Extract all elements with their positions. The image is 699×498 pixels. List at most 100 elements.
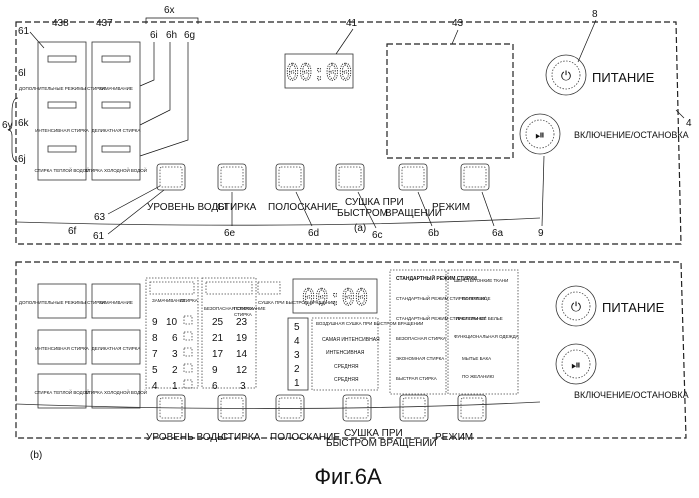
spin-level: 5	[294, 322, 300, 333]
extra-button-b[interactable]	[458, 395, 486, 421]
ref-6x: 6x	[164, 5, 175, 16]
mode-item[interactable]: ШЕРСТЬ/ТОНКИЕ ТКАНИ	[454, 278, 508, 283]
mode-button-b[interactable]	[400, 395, 428, 421]
option-label-intensive[interactable]: ИНТЕНСИВНАЯ СТИРКА	[35, 128, 88, 133]
label-water-level: УРОВЕНЬ ВОДЫ	[147, 202, 227, 213]
label-spin-2: БЫСТРОМ	[337, 208, 388, 219]
spin-label: ВОЗДУШНАЯ СУШКА ПРИ БЫСТРОМ ВРАЩЕНИИ	[316, 321, 423, 326]
spin-label: СРЕДНЯЯ	[334, 364, 359, 370]
mode-item[interactable]: БЫСТРАЯ СТИРКА	[396, 376, 437, 381]
water-level-button[interactable]	[157, 164, 185, 190]
level-value: 5	[152, 365, 158, 376]
time-value: 3	[240, 381, 246, 392]
spin-button[interactable]	[336, 164, 364, 190]
level-value: 8	[152, 333, 158, 344]
option-cold-b: СТИРКА ХОЛОДНОЙ ВОДОЙ	[85, 388, 147, 395]
sub-a: (a)	[354, 223, 366, 234]
start-stop-label-b: ВКЛЮЧЕНИЕ/ОСТАНОВКА	[574, 390, 689, 400]
option-indicator	[48, 146, 76, 152]
power-label-b: ПИТАНИЕ	[602, 300, 665, 315]
lead-61	[30, 32, 44, 48]
time-value: 25	[212, 317, 224, 328]
mode-item[interactable]: ПАСТЕЛЬНОЕ БЕЛЬЕ	[456, 316, 503, 321]
mode-item[interactable]: ЭКОНОМНАЯ СТИРКА	[396, 356, 444, 361]
power-icon: ⏻	[561, 68, 571, 83]
option-indicator	[48, 56, 76, 62]
level-group-header	[150, 282, 194, 294]
mode-item[interactable]: БЕЗОПАСНАЯ СТИРКА	[396, 336, 446, 341]
level-icons	[184, 316, 192, 388]
time-value: 9	[212, 365, 218, 376]
wash-button[interactable]	[218, 164, 246, 190]
spin-group-header	[258, 282, 280, 294]
ref-6b: 6b	[428, 228, 440, 239]
mode-item[interactable]: ФУНКЦИОНАЛЬНАЯ ОДЕЖДА	[454, 334, 519, 339]
ref-41: 41	[346, 18, 358, 29]
mode-item[interactable]: ПОЛОТЕНЦЕ	[462, 296, 490, 301]
ref-6j: 6j	[18, 154, 26, 165]
time-value: 17	[212, 349, 224, 360]
level-value: 10	[166, 317, 178, 328]
wash-button-b[interactable]	[218, 395, 246, 421]
spin-level: 4	[294, 336, 300, 347]
function-buttons-a	[157, 164, 489, 190]
option-delicate-b: ДЕЛИКАТНАЯ СТИРКА	[92, 346, 141, 351]
mode-item[interactable]: МЫТЬЕ БАКА	[462, 356, 491, 361]
lead-4	[676, 110, 684, 118]
figure-caption: Фиг.6А	[314, 464, 382, 489]
wash-time-values: 25 21 17 9 6 23 19 14 12 3	[212, 317, 248, 392]
group-label-wash: СТИРКА	[180, 298, 198, 303]
label-spin-b-2: БЫСТРОМ ВРАЩЕНИИ	[326, 438, 437, 449]
level-icon	[184, 380, 192, 388]
bracket-6x	[146, 18, 198, 24]
rinse-button-b[interactable]	[276, 395, 304, 421]
mode-button[interactable]	[399, 164, 427, 190]
option-intensive-b: ИНТЕНСИВНАЯ СТИРКА	[35, 346, 88, 351]
level-value: 1	[172, 381, 178, 392]
level-icon	[184, 348, 192, 356]
level-icon	[184, 316, 192, 324]
ref-6a: 6a	[492, 228, 504, 239]
ref-8: 8	[592, 9, 598, 20]
right-option-column: ЗАМАЧИВАНИЕ ДЕЛИКАТНАЯ СТИРКА СТИРКА ХОЛ…	[85, 42, 147, 180]
spin-label: СРЕДНЯЯ	[334, 377, 359, 383]
label-mode-b: РЕЖИМ	[435, 432, 473, 443]
level-value: 7	[152, 349, 158, 360]
ref-61b: 61	[93, 231, 105, 242]
ref-438: 438	[52, 18, 69, 29]
ref-6c: 6c	[372, 230, 383, 241]
power-icon-b: ⏻	[571, 299, 581, 314]
time-value: 12	[236, 365, 248, 376]
option-label-cold[interactable]: СТИРКА ХОЛОДНОЙ ВОДОЙ	[85, 166, 147, 173]
option-label-delicate[interactable]: ДЕЛИКАТНАЯ СТИРКА	[92, 128, 141, 133]
rinse-button[interactable]	[276, 164, 304, 190]
spin-level: 2	[294, 364, 300, 375]
spin-level: 3	[294, 350, 300, 361]
ref-6e: 6e	[224, 228, 236, 239]
time-display-b: 00:00	[302, 286, 368, 311]
spin-label: ИНТЕНСИВНАЯ	[326, 350, 365, 356]
spin-level: 1	[294, 378, 300, 389]
option-label-soak[interactable]: ЗАМАЧИВАНИЕ	[99, 86, 133, 91]
panel-b-curve	[16, 402, 540, 409]
time-group-header	[206, 282, 252, 294]
ref-6g: 6g	[184, 30, 195, 41]
label-wash: СТИРКА	[217, 202, 257, 213]
play-pause-icon-b: ⏯	[571, 358, 581, 372]
time-value: 23	[236, 317, 248, 328]
label-spin-1: СУШКА ПРИ	[345, 197, 404, 208]
ref-6d: 6d	[308, 228, 319, 239]
time-value: 14	[236, 349, 248, 360]
ref-4: 4	[686, 118, 692, 129]
lead-6h	[140, 42, 170, 125]
lead-6g	[140, 42, 188, 156]
option-label-warm[interactable]: СТИРКА ТЕПЛОЙ ВОДОЙ	[35, 166, 90, 173]
level-value: 4	[152, 381, 158, 392]
mode-item[interactable]: ПО ЖЕЛАНИЮ	[462, 374, 495, 379]
extra-button[interactable]	[461, 164, 489, 190]
time-value: 19	[236, 333, 248, 344]
time-value: 6	[212, 381, 218, 392]
lead-43	[452, 30, 458, 44]
ref-43: 43	[452, 18, 464, 29]
